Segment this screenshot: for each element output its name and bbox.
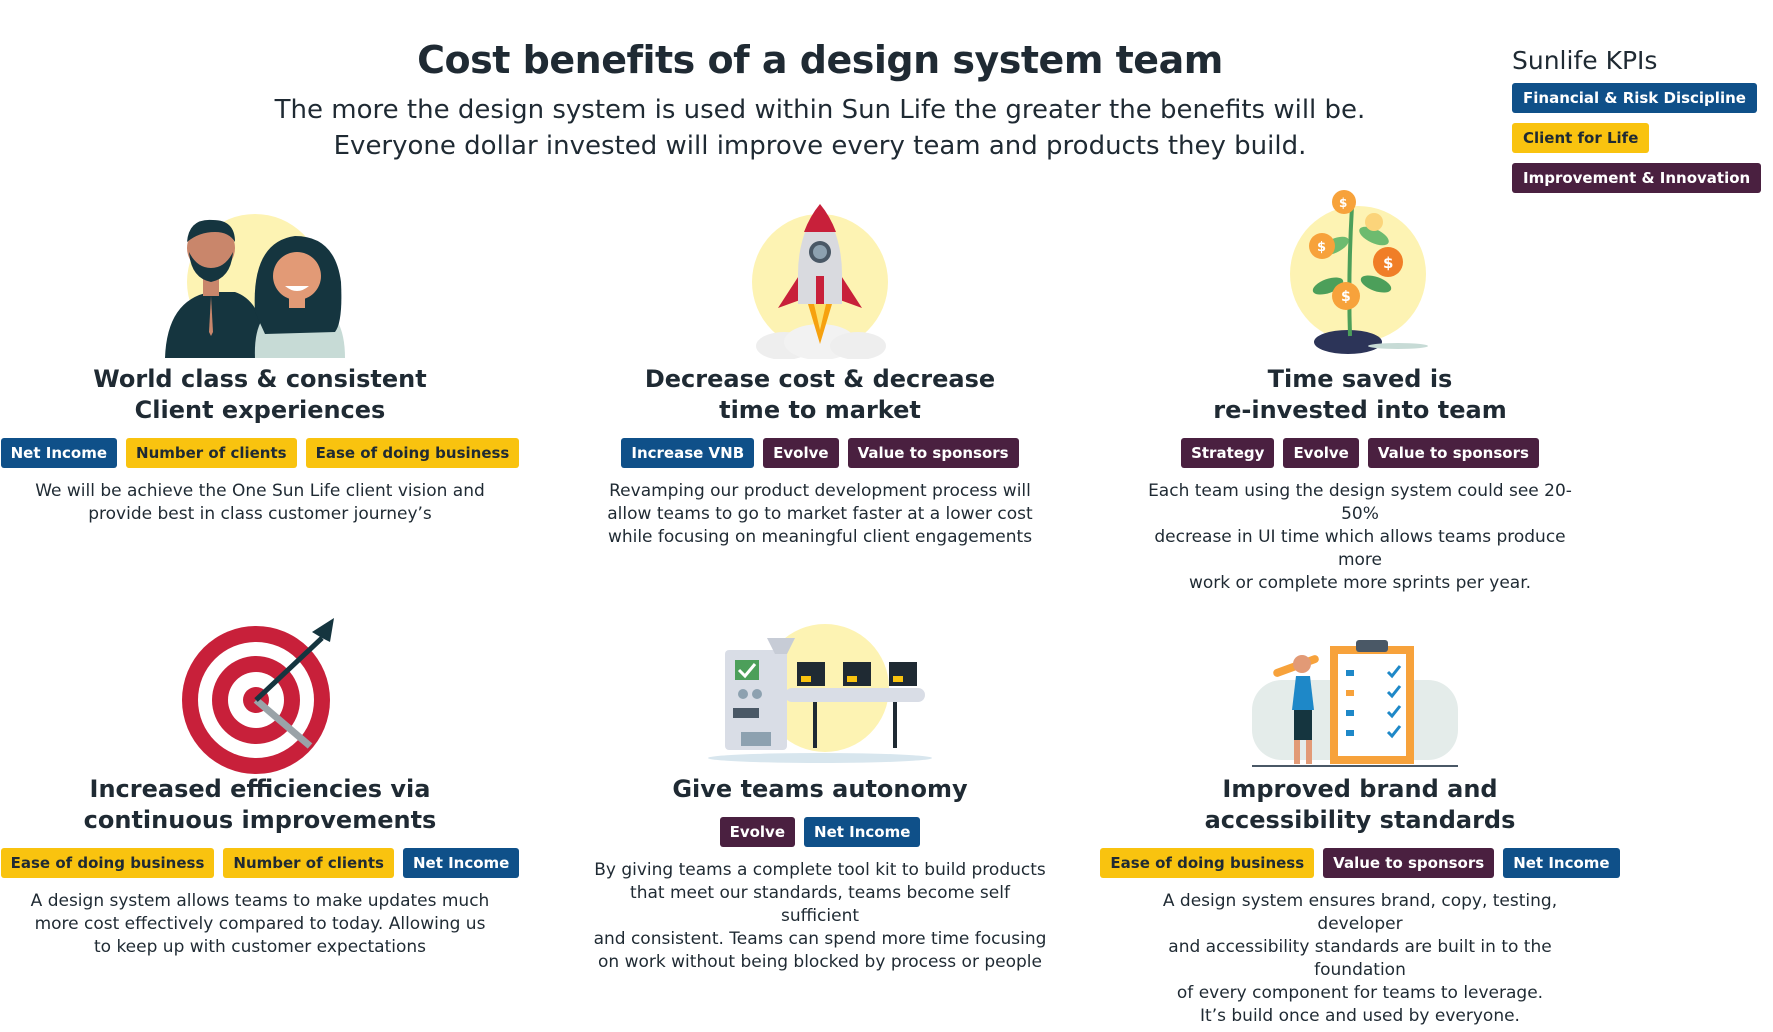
desc-line: while focusing on meaningful client enga… [607, 527, 1033, 547]
svg-text:$: $ [1339, 196, 1347, 210]
kpi-client-for-life: Client for Life [1512, 123, 1650, 153]
desc-line: and consistent. Teams can spend more tim… [593, 929, 1047, 949]
card-tags: Increase VNB Evolve Value to sponsors [560, 438, 1080, 468]
tag-net-income: Net Income [804, 817, 921, 847]
desc-line: Revamping our product development proces… [609, 481, 1031, 501]
tag-value-to-sponsors: Value to sponsors [1323, 848, 1495, 878]
tag-value-to-sponsors: Value to sponsors [1367, 438, 1539, 468]
tag-strategy: Strategy [1181, 438, 1275, 468]
svg-text:$: $ [1341, 289, 1351, 305]
factory-conveyor-icon [708, 624, 932, 763]
card-title-line: re-invested into team [1213, 396, 1507, 424]
page-title: Cost benefits of a design system team [417, 38, 1223, 82]
desc-line: more cost effectively compared to today.… [34, 914, 486, 934]
desc-line: provide best in class customer journey’s [88, 504, 432, 524]
benefit-card: Give teams autonomy Evolve Net Income By… [560, 774, 1080, 974]
kpi-financial-risk: Financial & Risk Discipline [1512, 83, 1757, 113]
desc-line: to keep up with customer expectations [93, 937, 427, 957]
tag-number-of-clients: Number of clients [223, 848, 394, 878]
tag-net-income: Net Income [0, 438, 118, 468]
tag-number-of-clients: Number of clients [126, 438, 297, 468]
benefit-card: Time saved is re-invested into team Stra… [1100, 364, 1620, 595]
card-title: Decrease cost & decrease time to market [560, 364, 1080, 426]
desc-line: that meet our standards, teams become se… [630, 883, 1010, 926]
desc-line: A design system allows teams to make upd… [30, 891, 490, 911]
card-tags: Net Income Number of clients Ease of doi… [0, 438, 520, 468]
money-plant-icon: $ $ $ $ [1290, 190, 1428, 354]
benefit-card: Improved brand and accessibility standar… [1100, 774, 1620, 1028]
people-icon [165, 214, 345, 358]
tag-net-income: Net Income [402, 848, 520, 878]
card-tags: Ease of doing business Number of clients… [0, 848, 520, 878]
tag-ease-of-doing-business: Ease of doing business [0, 848, 215, 878]
desc-line: A design system ensures brand, copy, tes… [1162, 891, 1558, 934]
tag-ease-of-doing-business: Ease of doing business [305, 438, 520, 468]
kpi-improvement-innovation: Improvement & Innovation [1512, 163, 1762, 193]
tag-evolve: Evolve [719, 817, 796, 847]
card-title-line: Improved brand and [1222, 775, 1498, 803]
card-title-line: Client experiences [134, 396, 386, 424]
benefit-card: Decrease cost & decrease time to market … [560, 364, 1080, 549]
card-title-line: World class & consistent [93, 365, 427, 393]
checklist-icon [1252, 640, 1458, 767]
kpi-legend-title: Sunlife KPIs [1512, 46, 1658, 75]
card-description: A design system ensures brand, copy, tes… [1100, 890, 1620, 1028]
card-title-line: Increased efficiencies via [89, 775, 431, 803]
card-title-line: continuous improvements [83, 806, 437, 834]
page-subtitle: The more the design system is used withi… [0, 92, 1640, 164]
card-title-line: Time saved is [1267, 365, 1453, 393]
card-title-line: time to market [719, 396, 921, 424]
desc-line: We will be achieve the One Sun Life clie… [35, 481, 485, 501]
tag-net-income: Net Income [1503, 848, 1620, 878]
card-title: Give teams autonomy [560, 774, 1080, 805]
desc-line: Each team using the design system could … [1148, 481, 1572, 524]
card-description: We will be achieve the One Sun Life clie… [0, 480, 520, 526]
desc-line: work or complete more sprints per year. [1188, 573, 1532, 593]
card-description: Revamping our product development proces… [560, 480, 1080, 549]
card-title-line: accessibility standards [1204, 806, 1516, 834]
desc-line: allow teams to go to market faster at a … [607, 504, 1033, 524]
card-tags: Ease of doing business Value to sponsors… [1100, 848, 1620, 878]
card-title: Time saved is re-invested into team [1100, 364, 1620, 426]
card-tags: Strategy Evolve Value to sponsors [1100, 438, 1620, 468]
card-title: World class & consistent Client experien… [0, 364, 520, 426]
svg-text:$: $ [1383, 254, 1393, 272]
tag-ease-of-doing-business: Ease of doing business [1100, 848, 1315, 878]
subtitle-line: The more the design system is used withi… [274, 95, 1366, 125]
target-icon [182, 618, 334, 774]
desc-line: on work without being blocked by process… [598, 952, 1042, 972]
desc-line: decrease in UI time which allows teams p… [1154, 527, 1566, 570]
desc-line: It’s build once and used by everyone. [1200, 1006, 1520, 1026]
benefit-card: World class & consistent Client experien… [0, 364, 520, 526]
tag-evolve: Evolve [1283, 438, 1359, 468]
card-title: Improved brand and accessibility standar… [1100, 774, 1620, 836]
tag-evolve: Evolve [763, 438, 839, 468]
desc-line: and accessibility standards are built in… [1168, 937, 1552, 980]
benefit-card: Increased efficiencies via continuous im… [0, 774, 520, 959]
desc-line: of every component for teams to leverage… [1176, 983, 1544, 1003]
tag-value-to-sponsors: Value to sponsors [847, 438, 1019, 468]
card-description: Each team using the design system could … [1100, 480, 1620, 595]
card-description: A design system allows teams to make upd… [0, 890, 520, 959]
card-title: Increased efficiencies via continuous im… [0, 774, 520, 836]
card-tags: Evolve Net Income [560, 817, 1080, 847]
card-description: By giving teams a complete tool kit to b… [560, 859, 1080, 974]
card-title-line: Give teams autonomy [672, 775, 968, 803]
desc-line: By giving teams a complete tool kit to b… [594, 860, 1046, 880]
kpi-legend: Sunlife KPIs Financial & Risk Discipline… [1512, 46, 1762, 203]
card-title-line: Decrease cost & decrease [644, 365, 996, 393]
tag-increase-vnb: Increase VNB [621, 438, 755, 468]
subtitle-line: Everyone dollar invested will improve ev… [333, 131, 1307, 161]
rocket-icon [752, 204, 888, 359]
svg-text:$: $ [1317, 240, 1326, 255]
